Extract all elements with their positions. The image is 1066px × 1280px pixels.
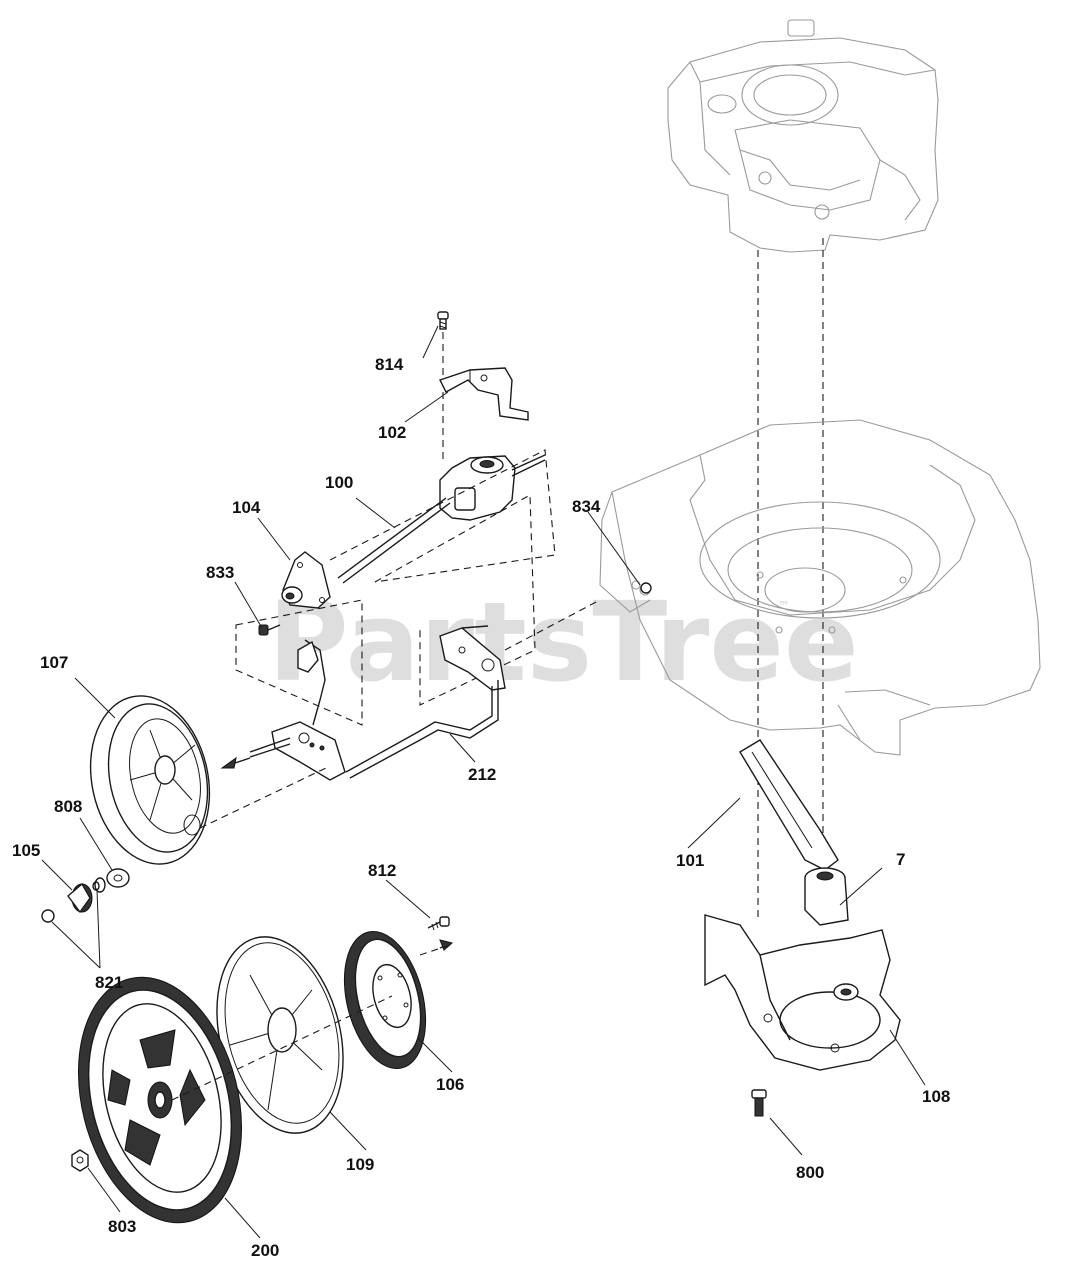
label-part-109[interactable]: 109	[346, 1155, 374, 1174]
label-part-106[interactable]: 106	[436, 1075, 464, 1094]
part-7-blade-adapter[interactable]	[804, 867, 849, 926]
part-100-transmission[interactable]	[337, 454, 546, 584]
label-part-107[interactable]: 107	[40, 653, 68, 672]
part-814-screw[interactable]	[427, 916, 450, 931]
alignment-line	[374, 494, 536, 706]
label-part-104[interactable]: 104	[232, 498, 261, 517]
label-part-7[interactable]: 7	[896, 850, 905, 869]
label-part-833[interactable]: 833	[206, 563, 234, 582]
alignment-line	[504, 599, 601, 651]
part-104-bushing-housing[interactable]	[281, 551, 331, 609]
label-part-821[interactable]: 821	[95, 973, 123, 992]
label-part-101[interactable]: 102	[378, 423, 406, 442]
label-part-803[interactable]: 808	[54, 797, 82, 816]
part-803-washer[interactable]	[106, 868, 130, 888]
part-108-belt-guard[interactable]	[704, 914, 901, 1071]
alignment-line	[419, 944, 451, 956]
alignment-line	[235, 599, 363, 726]
part-212-axle-bracket[interactable]	[249, 625, 506, 781]
label-part-102[interactable]: 101	[676, 851, 704, 870]
part-101-bracket[interactable]	[439, 367, 529, 421]
part-107-gear-cover[interactable]	[76, 685, 225, 875]
part-834-fastener[interactable]	[640, 582, 652, 594]
part-labels: 814 102 100 104 833 834 107 212 808 105 …	[12, 355, 950, 1260]
alignment-line	[171, 995, 393, 1101]
mower-deck-outline	[599, 419, 1041, 756]
label-part-812[interactable]: 814	[375, 355, 404, 374]
alignment-line	[199, 767, 327, 829]
part-102-belt[interactable]	[739, 739, 839, 871]
engine-outline	[667, 19, 939, 253]
watermark-text: PartsTree	[268, 578, 859, 706]
watermark-trademark: ™	[778, 599, 790, 613]
leader-lines	[41, 325, 926, 1239]
part-200-wheel[interactable]	[54, 960, 266, 1240]
label-part-200[interactable]: 200	[251, 1241, 279, 1260]
label-part-212[interactable]: 212	[468, 765, 496, 784]
label-part-100[interactable]: 100	[325, 473, 353, 492]
label-part-834[interactable]: 834	[572, 497, 601, 516]
label-part-808[interactable]: 803	[108, 1217, 136, 1236]
label-part-105[interactable]: 105	[12, 841, 40, 860]
label-part-108[interactable]: 108	[922, 1087, 950, 1106]
part-808-hex-nut[interactable]	[71, 1149, 89, 1172]
part-812-screw[interactable]	[437, 311, 449, 330]
part-821-retaining-ring[interactable]	[41, 881, 100, 923]
part-800-bolt[interactable]	[751, 1089, 767, 1117]
label-part-800[interactable]: 800	[796, 1163, 824, 1182]
label-part-814[interactable]: 812	[368, 861, 396, 880]
part-106-drive-gear[interactable]	[331, 923, 439, 1077]
alignment-line	[329, 449, 556, 583]
part-105-pinion-gear[interactable]	[67, 877, 106, 914]
